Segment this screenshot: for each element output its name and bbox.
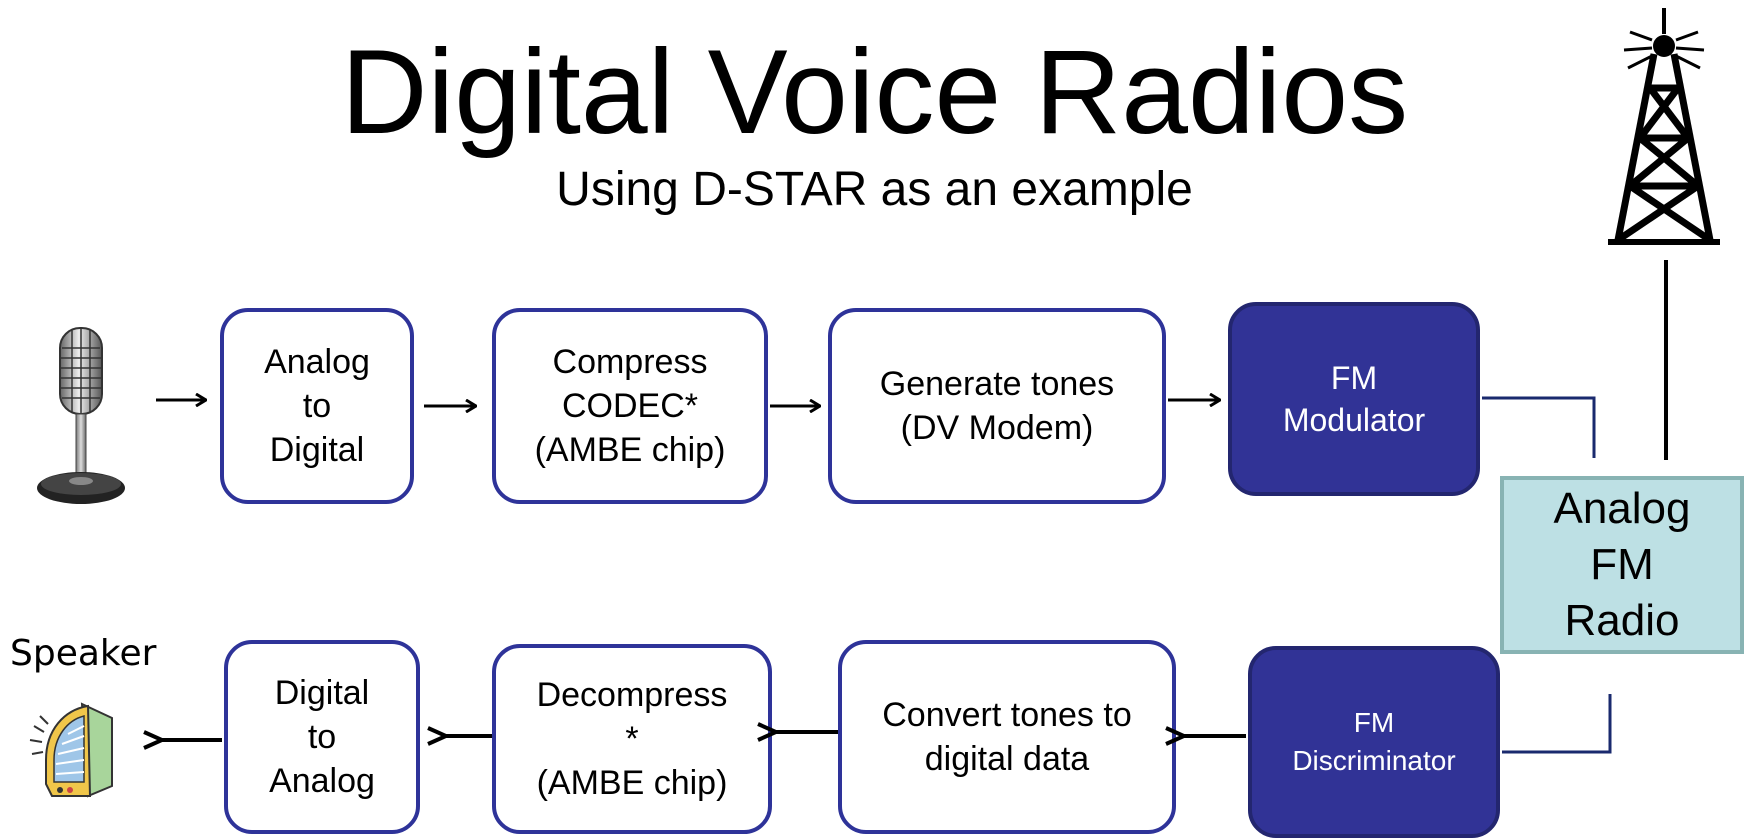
wire-radio-to-discriminator — [1502, 694, 1612, 754]
speaker-icon — [29, 702, 113, 798]
fm-discriminator-box: FM Discriminator — [1248, 646, 1500, 838]
microphone-icon — [37, 327, 125, 504]
generate-tones-box: Generate tones (DV Modem) — [828, 308, 1166, 504]
radio-tower-icon — [1608, 8, 1720, 245]
convert-tones-box: Convert tones to digital data — [838, 640, 1176, 834]
compress-codec-box: Compress CODEC* (AMBE chip) — [492, 308, 768, 504]
analog-to-digital-box: Analog to Digital — [220, 308, 414, 504]
fm-modulator-box: FM Modulator — [1228, 302, 1480, 496]
page-title: Digital Voice Radios — [340, 25, 1409, 159]
decompress-box: Decompress * (AMBE chip) — [492, 644, 772, 834]
page-subtitle: Using D-STAR as an example — [556, 163, 1193, 216]
analog-fm-radio-box: Analog FM Radio — [1500, 476, 1744, 654]
digital-to-analog-box: Digital to Analog — [224, 640, 420, 834]
speaker-label: Speaker — [10, 633, 157, 674]
wire-modulator-to-radio — [1482, 396, 1596, 458]
